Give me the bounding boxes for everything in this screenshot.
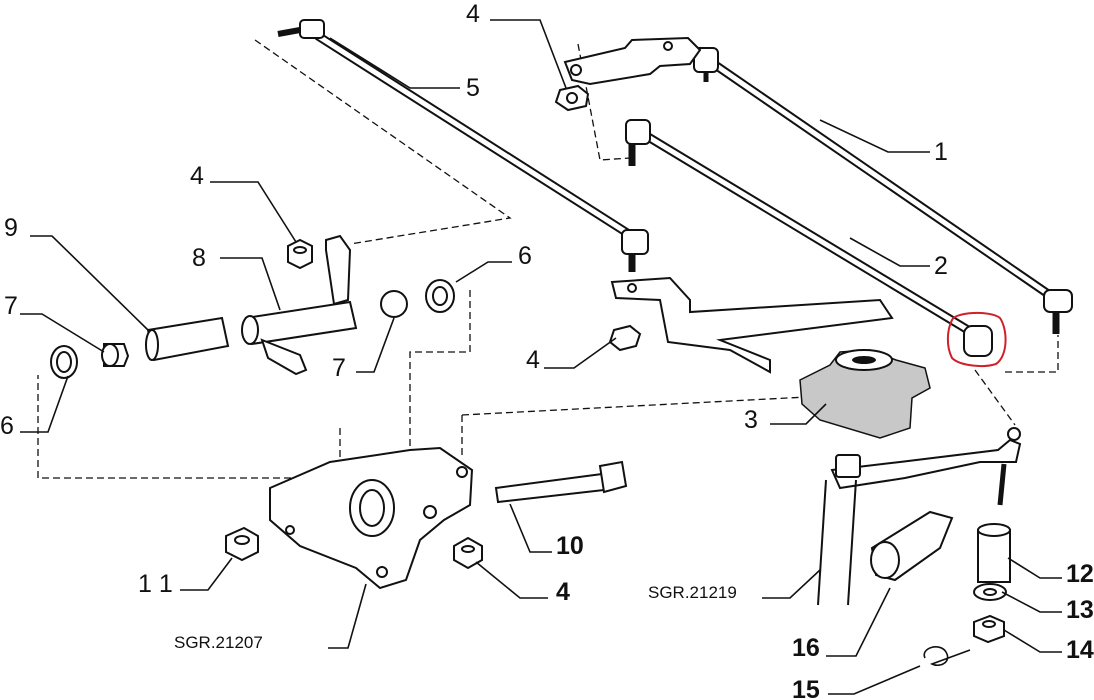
callout-12: 12 — [1066, 560, 1094, 588]
nut-4-lower — [453, 536, 483, 570]
callout-13: 13 — [1066, 596, 1094, 624]
callout-6-left: 6 — [0, 412, 14, 440]
reference-sgr-21207: SGR.21207 — [174, 633, 263, 652]
lever-shaft-8 — [241, 234, 358, 376]
callout-8: 8 — [192, 244, 206, 272]
clip-15 — [923, 646, 971, 667]
upper-bracket — [554, 36, 702, 112]
highlight-circle — [946, 312, 1007, 367]
washer-13 — [973, 583, 1007, 601]
callout-7-right: 7 — [332, 354, 346, 382]
rod-2 — [625, 119, 993, 357]
callout-10: 10 — [556, 532, 584, 560]
rubber-mount-3 — [799, 349, 931, 439]
boot-16 — [870, 510, 954, 582]
bolt-10 — [494, 460, 628, 504]
reference-sgr-21219: SGR.21219 — [648, 583, 737, 602]
lower-bracket — [269, 446, 474, 590]
callout-9: 9 — [4, 214, 18, 242]
callout-5: 5 — [466, 74, 480, 102]
bushing-12 — [977, 523, 1011, 583]
rod-1 — [693, 47, 1073, 334]
callout-4-top: 4 — [466, 0, 480, 28]
callout-16: 16 — [792, 634, 820, 662]
callout-15: 15 — [792, 676, 820, 700]
callout-2: 2 — [934, 252, 948, 280]
nut-11 — [225, 526, 259, 562]
callout-3: 3 — [744, 406, 758, 434]
bushing-7-right — [380, 290, 408, 318]
callout-4-left: 4 — [190, 162, 204, 190]
callout-1: 1 — [934, 138, 948, 166]
rod-5 — [277, 19, 649, 272]
bushing-7-left — [101, 343, 130, 367]
callout-11: 1 1 — [138, 570, 173, 598]
leader-lines — [20, 19, 1062, 695]
callout-4-middle: 4 — [526, 346, 540, 374]
callout-14: 14 — [1066, 636, 1094, 664]
bushing-6-left — [50, 345, 78, 379]
shift-lever-linkage — [817, 427, 1022, 606]
nut-14 — [973, 614, 1005, 644]
callout-6-right: 6 — [518, 242, 532, 270]
callout-7-left: 7 — [4, 292, 18, 320]
callout-4-bottom: 4 — [556, 578, 570, 606]
nut-4-left — [287, 238, 313, 270]
shaft-9 — [145, 316, 230, 362]
bushing-6-right — [425, 279, 455, 313]
